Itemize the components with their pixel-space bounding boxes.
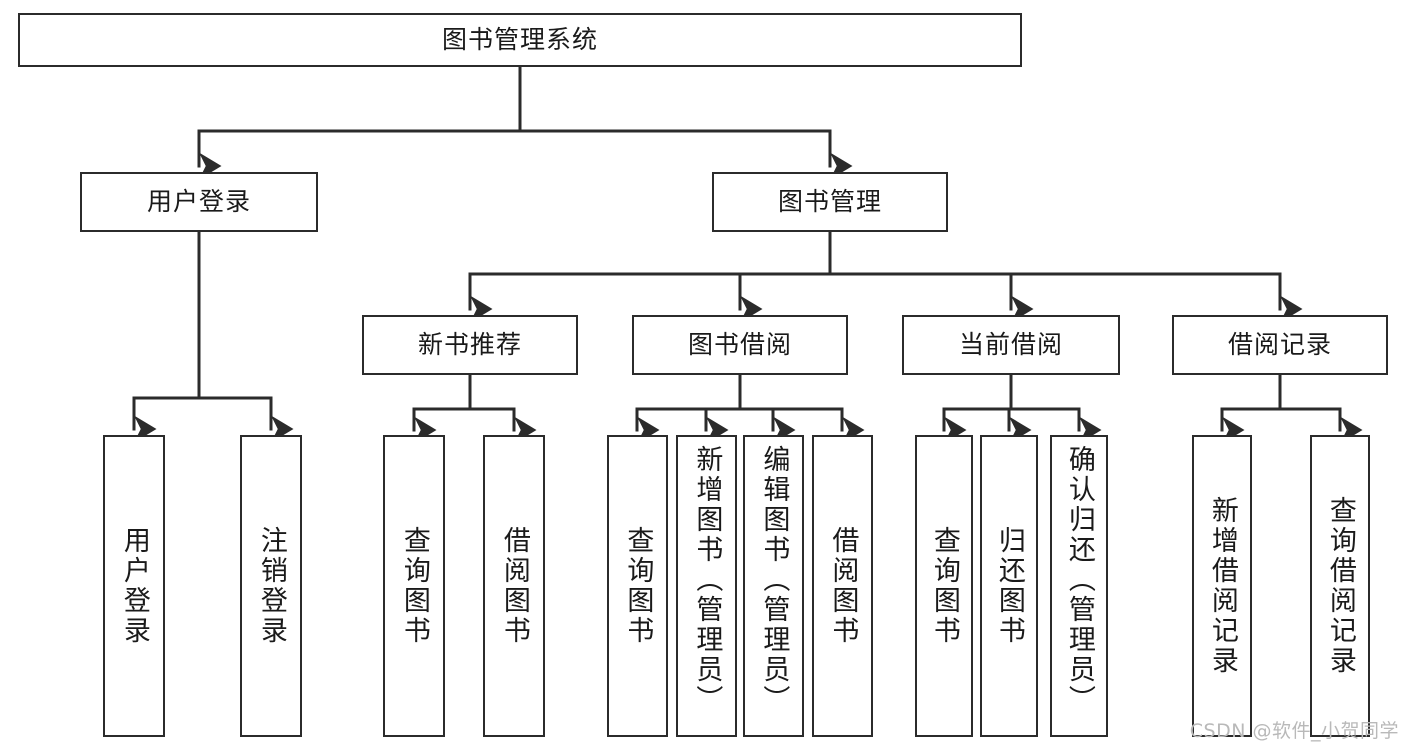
node-leaf-query-book-2-label: 查询图书 [622,526,654,646]
node-leaf-borrow-book-1-label: 借阅图书 [498,526,530,646]
node-book-manage[interactable]: 图书管理 [712,172,948,232]
node-leaf-query-book-3-label: 查询图书 [928,526,960,646]
node-leaf-query-record[interactable]: 查询借阅记录 [1310,435,1370,737]
node-leaf-return-book[interactable]: 归还图书 [980,435,1038,737]
node-book-manage-label: 图书管理 [777,187,882,217]
node-leaf-add-record-label: 新增借阅记录 [1206,496,1238,676]
node-root[interactable]: 图书管理系统 [18,13,1022,67]
node-leaf-query-book-3[interactable]: 查询图书 [915,435,973,737]
node-book-borrow-label: 图书借阅 [687,330,792,360]
node-leaf-query-record-label: 查询借阅记录 [1324,496,1356,676]
node-leaf-borrow-book-2[interactable]: 借阅图书 [812,435,873,737]
node-current-borrow[interactable]: 当前借阅 [902,315,1120,375]
node-leaf-query-book-1-label: 查询图书 [398,526,430,646]
node-leaf-add-book[interactable]: 新增图书（管理员） [676,435,737,737]
node-leaf-confirm-return[interactable]: 确认归还（管理员） [1050,435,1108,737]
node-leaf-add-book-label: 新增图书（管理员） [691,445,723,715]
node-leaf-user-logout-label: 注销登录 [255,526,287,646]
node-leaf-edit-book[interactable]: 编辑图书（管理员） [743,435,804,737]
node-book-borrow[interactable]: 图书借阅 [632,315,848,375]
node-leaf-user-login[interactable]: 用户登录 [103,435,165,737]
node-leaf-query-book-1[interactable]: 查询图书 [383,435,445,737]
node-leaf-confirm-return-label: 确认归还（管理员） [1063,445,1095,715]
node-leaf-user-login-label: 用户登录 [118,526,150,646]
node-current-borrow-label: 当前借阅 [958,330,1063,360]
node-root-label: 图书管理系统 [441,25,598,55]
node-leaf-query-book-2[interactable]: 查询图书 [607,435,668,737]
node-borrow-record[interactable]: 借阅记录 [1172,315,1388,375]
node-leaf-return-book-label: 归还图书 [993,526,1025,646]
watermark: CSDN @软件_小贺同学 [1189,720,1399,742]
node-new-book-rec[interactable]: 新书推荐 [362,315,578,375]
node-user-login-label: 用户登录 [146,187,251,217]
node-user-login[interactable]: 用户登录 [80,172,318,232]
node-leaf-borrow-book-2-label: 借阅图书 [827,526,859,646]
node-leaf-add-record[interactable]: 新增借阅记录 [1192,435,1252,737]
node-leaf-borrow-book-1[interactable]: 借阅图书 [483,435,545,737]
node-leaf-edit-book-label: 编辑图书（管理员） [758,445,790,715]
node-leaf-user-logout[interactable]: 注销登录 [240,435,302,737]
node-new-book-rec-label: 新书推荐 [417,330,522,360]
node-borrow-record-label: 借阅记录 [1227,330,1332,360]
